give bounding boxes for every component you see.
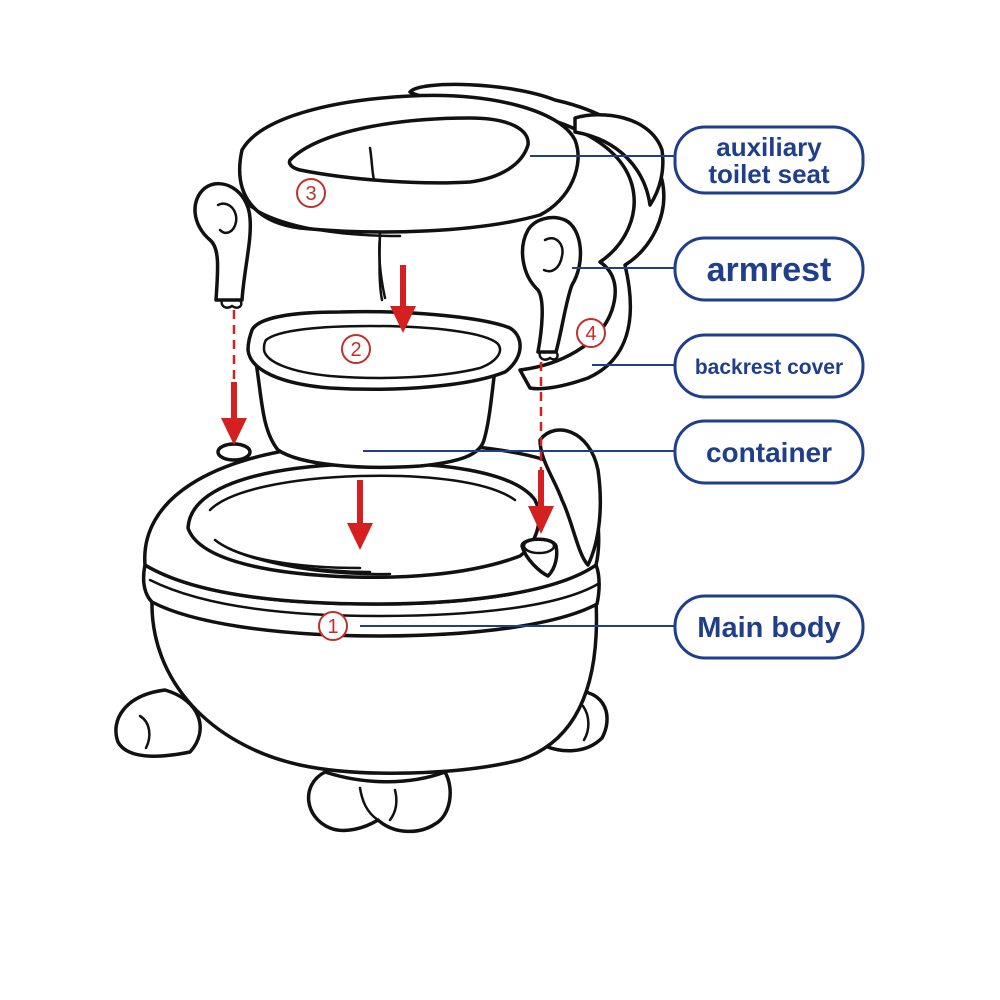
label-main-body-text: Main body [697,612,840,644]
left-peg [216,442,252,462]
part-number-1-text: 1 [327,616,338,638]
seat-hole [287,116,530,185]
right-arrow-head [528,506,554,534]
part-number-4-text: 4 [585,323,596,345]
label-armrest: armrest [673,236,865,302]
container-body [254,360,498,470]
left-armrest [193,181,253,302]
center-top-arrow-head [390,306,416,333]
main-body-rear [538,428,603,567]
front-foot [307,770,452,834]
label-container-text: container [706,437,832,468]
part-number-3: 3 [296,178,326,208]
main-body-opening [186,461,541,580]
label-container: container [673,419,865,485]
left-foot [114,688,202,759]
part-number-2: 2 [341,334,371,364]
leader-lines [360,155,675,627]
part-number-4: 4 [576,318,606,348]
center-bottom-arrow-head [347,523,373,550]
label-backrest-text: backrest cover [695,356,843,379]
assembly-arrows [221,265,554,550]
left-armrest-illustration [193,181,253,309]
label-backrest-cover: backrest cover [673,333,865,399]
label-seat-line1: auxiliary [716,132,822,162]
label-seat-line2: toilet seat [708,159,830,189]
part-number-2-text: 2 [350,339,361,361]
left-arrow-head [221,418,247,445]
label-auxiliary-toilet-seat: auxiliary toilet seat [673,125,865,195]
right-armrest [520,215,583,354]
label-armrest-text: armrest [707,251,832,289]
part-number-1: 1 [318,611,348,641]
right-armrest-illustration [520,215,583,361]
container-illustration [246,309,522,470]
backrest-ear [573,112,665,207]
label-main-body: Main body [673,594,865,660]
part-number-3-text: 3 [305,183,316,205]
